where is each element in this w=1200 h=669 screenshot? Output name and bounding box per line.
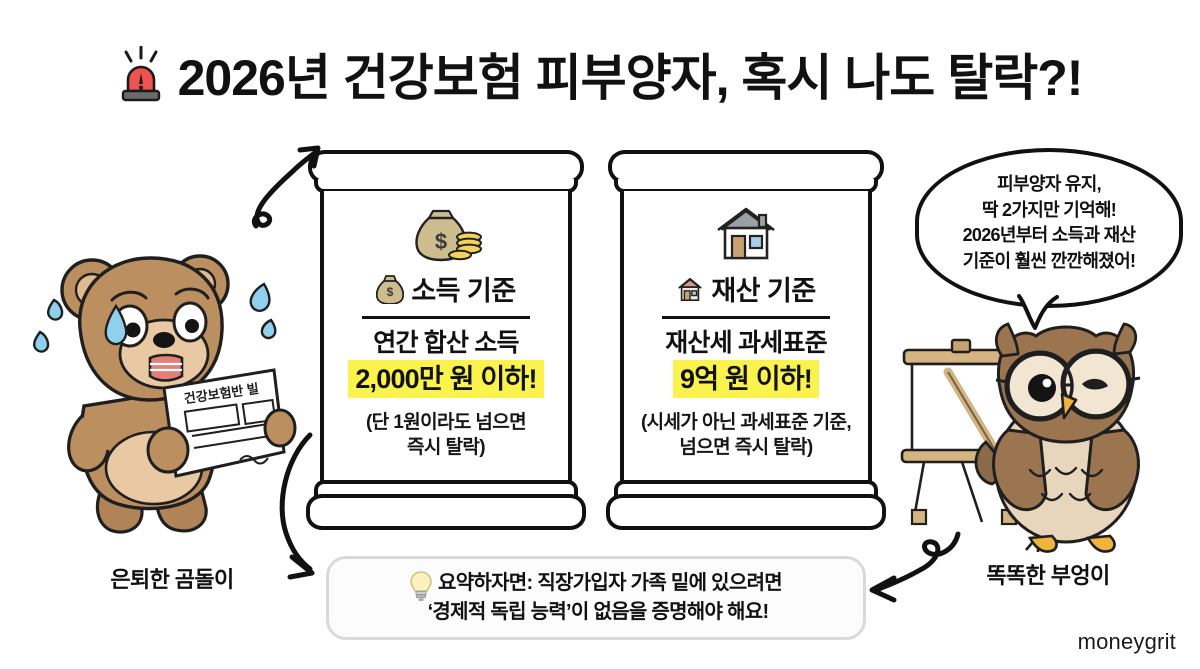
criteria-card-income: $ $ 소득 기준 연간 합산 소득 2,000만 원 이하! [306,150,586,535]
card-heading-label: 재산 기준 [711,276,816,306]
summary-text: 요약하자면: 직장가입자 가족 밑에 있으려면 ‘경제적 독립 능력’이 없음을… [428,569,783,627]
card-cap [308,150,584,184]
card-line1: 재산세 과세표준 [665,329,827,357]
owl-caption: 똑똑한 부엉이 [986,563,1110,588]
bear-character: 건강보험반 빌 [32,254,297,534]
card-note-line2: 즉시 탈락) [407,437,486,459]
money-bag-icon: $ [376,274,405,304]
money-bag-with-coins-icon: $ [407,203,485,265]
svg-text:$: $ [435,229,447,254]
card-heading-income: $ 소득 기준 [376,269,516,308]
card-foot [606,494,886,530]
speech-line-1: 피부양자 유지, [997,174,1101,194]
card-note-line1: (시세가 아닌 과세표준 기준, [640,411,852,433]
house-icon [678,277,703,301]
summary-line-2: ‘경제적 독립 능력’이 없음을 증명해야 해요! [427,601,770,623]
lightbulb-icon [410,571,432,601]
arrow-bear-to-card [252,145,321,229]
owl-character [900,322,1141,553]
card-note: (시세가 아닌 과세표준 기준, 넘으면 즉시 탈락) [640,410,852,461]
card-highlight-value: 2,000만 원 이하! [351,362,541,395]
summary-box: 요약하자면: 직장가입자 가족 밑에 있으려면 ‘경제적 독립 능력’이 없음을… [326,556,866,640]
card-foot-lip [614,480,878,496]
card-foot [306,494,586,530]
card-note-line1: (단 1원이라도 넘으면 [365,411,527,433]
watermark: moneygrit [1077,629,1176,654]
svg-text:$: $ [387,285,394,299]
card-foot-lip [314,480,578,496]
summary-line-1: 요약하자면: 직장가입자 가족 밑에 있으려면 [438,572,783,594]
owl-speech-bubble: 피부양자 유지, 딱 2가지만 기억해! 2026년부터 소득과 재산 기준이 … [915,148,1183,330]
card-note-line2: 넘으면 즉시 탈락) [679,437,813,459]
speech-line-2: 딱 2가지만 기억해! [981,199,1117,220]
card-highlight-value: 9억 원 이하! [676,362,816,395]
card-highlight-wrap: 9억 원 이하! [676,362,816,397]
card-divider [362,316,530,319]
arrow-owl-to-summary [869,531,961,603]
card-heading-label: 소득 기준 [411,276,516,306]
sweat-drops [32,282,277,353]
card-divider [662,316,830,319]
speech-line-3: 2026년부터 소득과 재산 [962,225,1136,246]
card-highlight-wrap: 2,000만 원 이하! [351,362,541,397]
arrow-card-to-summary [279,432,315,580]
card-line1: 연간 합산 소득 [373,329,519,357]
speech-bubble-tail [1017,294,1059,330]
bear-caption: 은퇴한 곰돌이 [110,567,234,592]
house-icon [712,203,780,265]
speech-bubble-text: 피부양자 유지, 딱 2가지만 기억해! 2026년부터 소득과 재산 기준이 … [915,172,1183,274]
speech-line-4: 기준이 훨씬 깐깐해졌어! [962,250,1136,271]
card-note: (단 1원이라도 넘으면 즉시 탈락) [365,410,527,461]
page-title: 2026년 건강보험 피부양자, 혹시 나도 탈락?! [0,38,1200,110]
page-title-text: 2026년 건강보험 피부양자, 혹시 나도 탈락?! [177,50,1084,106]
criteria-card-asset: 재산 기준 재산세 과세표준 9억 원 이하! (시세가 아닌 과세표준 기준,… [606,150,886,535]
card-heading-asset: 재산 기준 [676,269,816,308]
siren-icon [121,46,160,102]
